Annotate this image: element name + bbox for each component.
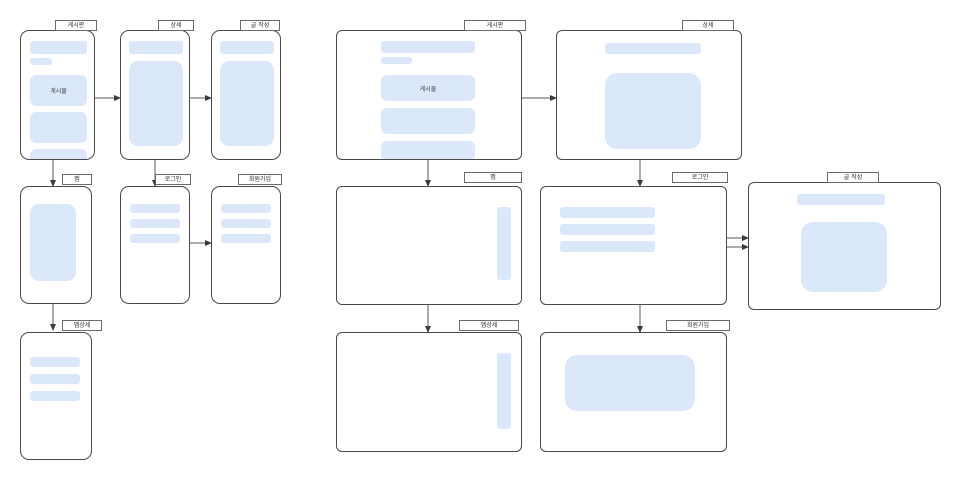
tag-desktop-map: 맵 bbox=[464, 172, 522, 183]
placeholder-field bbox=[30, 391, 80, 401]
screen-desktop-map[interactable] bbox=[336, 186, 522, 305]
tag-mobile-detail: 상세 bbox=[158, 20, 194, 31]
screen-mobile-map[interactable] bbox=[20, 186, 92, 304]
placeholder-bar bbox=[797, 194, 885, 205]
screen-desktop-board[interactable]: 게시물 bbox=[336, 30, 522, 160]
placeholder-map-sidebar bbox=[497, 353, 511, 429]
screen-mobile-signup[interactable] bbox=[211, 186, 281, 304]
screen-mobile-mapdetail[interactable] bbox=[20, 332, 92, 460]
placeholder-form-panel bbox=[565, 355, 695, 411]
placeholder-map-sidebar bbox=[497, 207, 511, 280]
placeholder-bar bbox=[129, 41, 183, 54]
placeholder-card-post: 게시물 bbox=[381, 75, 475, 101]
placeholder-card-partial bbox=[381, 141, 475, 159]
placeholder-field bbox=[560, 241, 655, 252]
placeholder-bar-short bbox=[30, 58, 52, 65]
tag-mobile-login: 로그인 bbox=[155, 174, 191, 185]
placeholder-field bbox=[221, 219, 271, 228]
tag-desktop-board: 게시판 bbox=[464, 20, 526, 31]
placeholder-bar bbox=[220, 41, 274, 54]
placeholder-field bbox=[221, 204, 271, 213]
placeholder-card bbox=[30, 112, 87, 143]
tag-mobile-signup: 회원가입 bbox=[238, 174, 282, 185]
placeholder-field bbox=[130, 204, 180, 213]
tag-mobile-write: 글 작성 bbox=[240, 20, 280, 31]
placeholder-card-post: 게시물 bbox=[30, 75, 87, 106]
screen-desktop-login[interactable] bbox=[540, 186, 727, 305]
placeholder-card-partial bbox=[30, 149, 87, 159]
screen-desktop-write[interactable] bbox=[748, 182, 941, 310]
tag-desktop-detail: 상세 bbox=[682, 20, 734, 31]
placeholder-field bbox=[130, 219, 180, 228]
tag-mobile-board: 게시판 bbox=[55, 20, 97, 31]
placeholder-bar-short bbox=[381, 57, 412, 64]
placeholder-field bbox=[221, 234, 271, 243]
screen-desktop-signup[interactable] bbox=[540, 332, 727, 452]
placeholder-bar bbox=[381, 41, 475, 53]
placeholder-bar bbox=[30, 41, 87, 54]
screen-desktop-detail[interactable] bbox=[556, 30, 742, 160]
tag-desktop-mapdetail: 맵상세 bbox=[459, 320, 519, 331]
placeholder-map-area bbox=[30, 204, 76, 281]
tag-desktop-signup: 회원가입 bbox=[666, 320, 730, 331]
screen-desktop-mapdetail[interactable] bbox=[336, 332, 522, 452]
placeholder-field bbox=[560, 207, 655, 218]
screen-mobile-write[interactable] bbox=[211, 30, 281, 160]
placeholder-body bbox=[605, 73, 701, 149]
tag-mobile-map: 맵 bbox=[62, 174, 92, 185]
placeholder-field bbox=[130, 234, 180, 243]
placeholder-field bbox=[30, 374, 80, 384]
tag-desktop-write: 글 작성 bbox=[827, 172, 879, 183]
placeholder-card bbox=[381, 108, 475, 134]
screen-mobile-detail[interactable] bbox=[120, 30, 190, 160]
placeholder-field bbox=[30, 357, 80, 367]
placeholder-body bbox=[129, 61, 183, 146]
placeholder-field bbox=[560, 224, 655, 235]
tag-desktop-login: 로그인 bbox=[672, 172, 728, 183]
tag-mobile-mapdetail: 맵상세 bbox=[62, 320, 102, 331]
screen-mobile-board[interactable]: 게시물 bbox=[20, 30, 95, 160]
screen-mobile-login[interactable] bbox=[120, 186, 190, 304]
placeholder-bar bbox=[605, 43, 701, 54]
placeholder-body bbox=[220, 61, 274, 146]
placeholder-body bbox=[801, 222, 887, 292]
